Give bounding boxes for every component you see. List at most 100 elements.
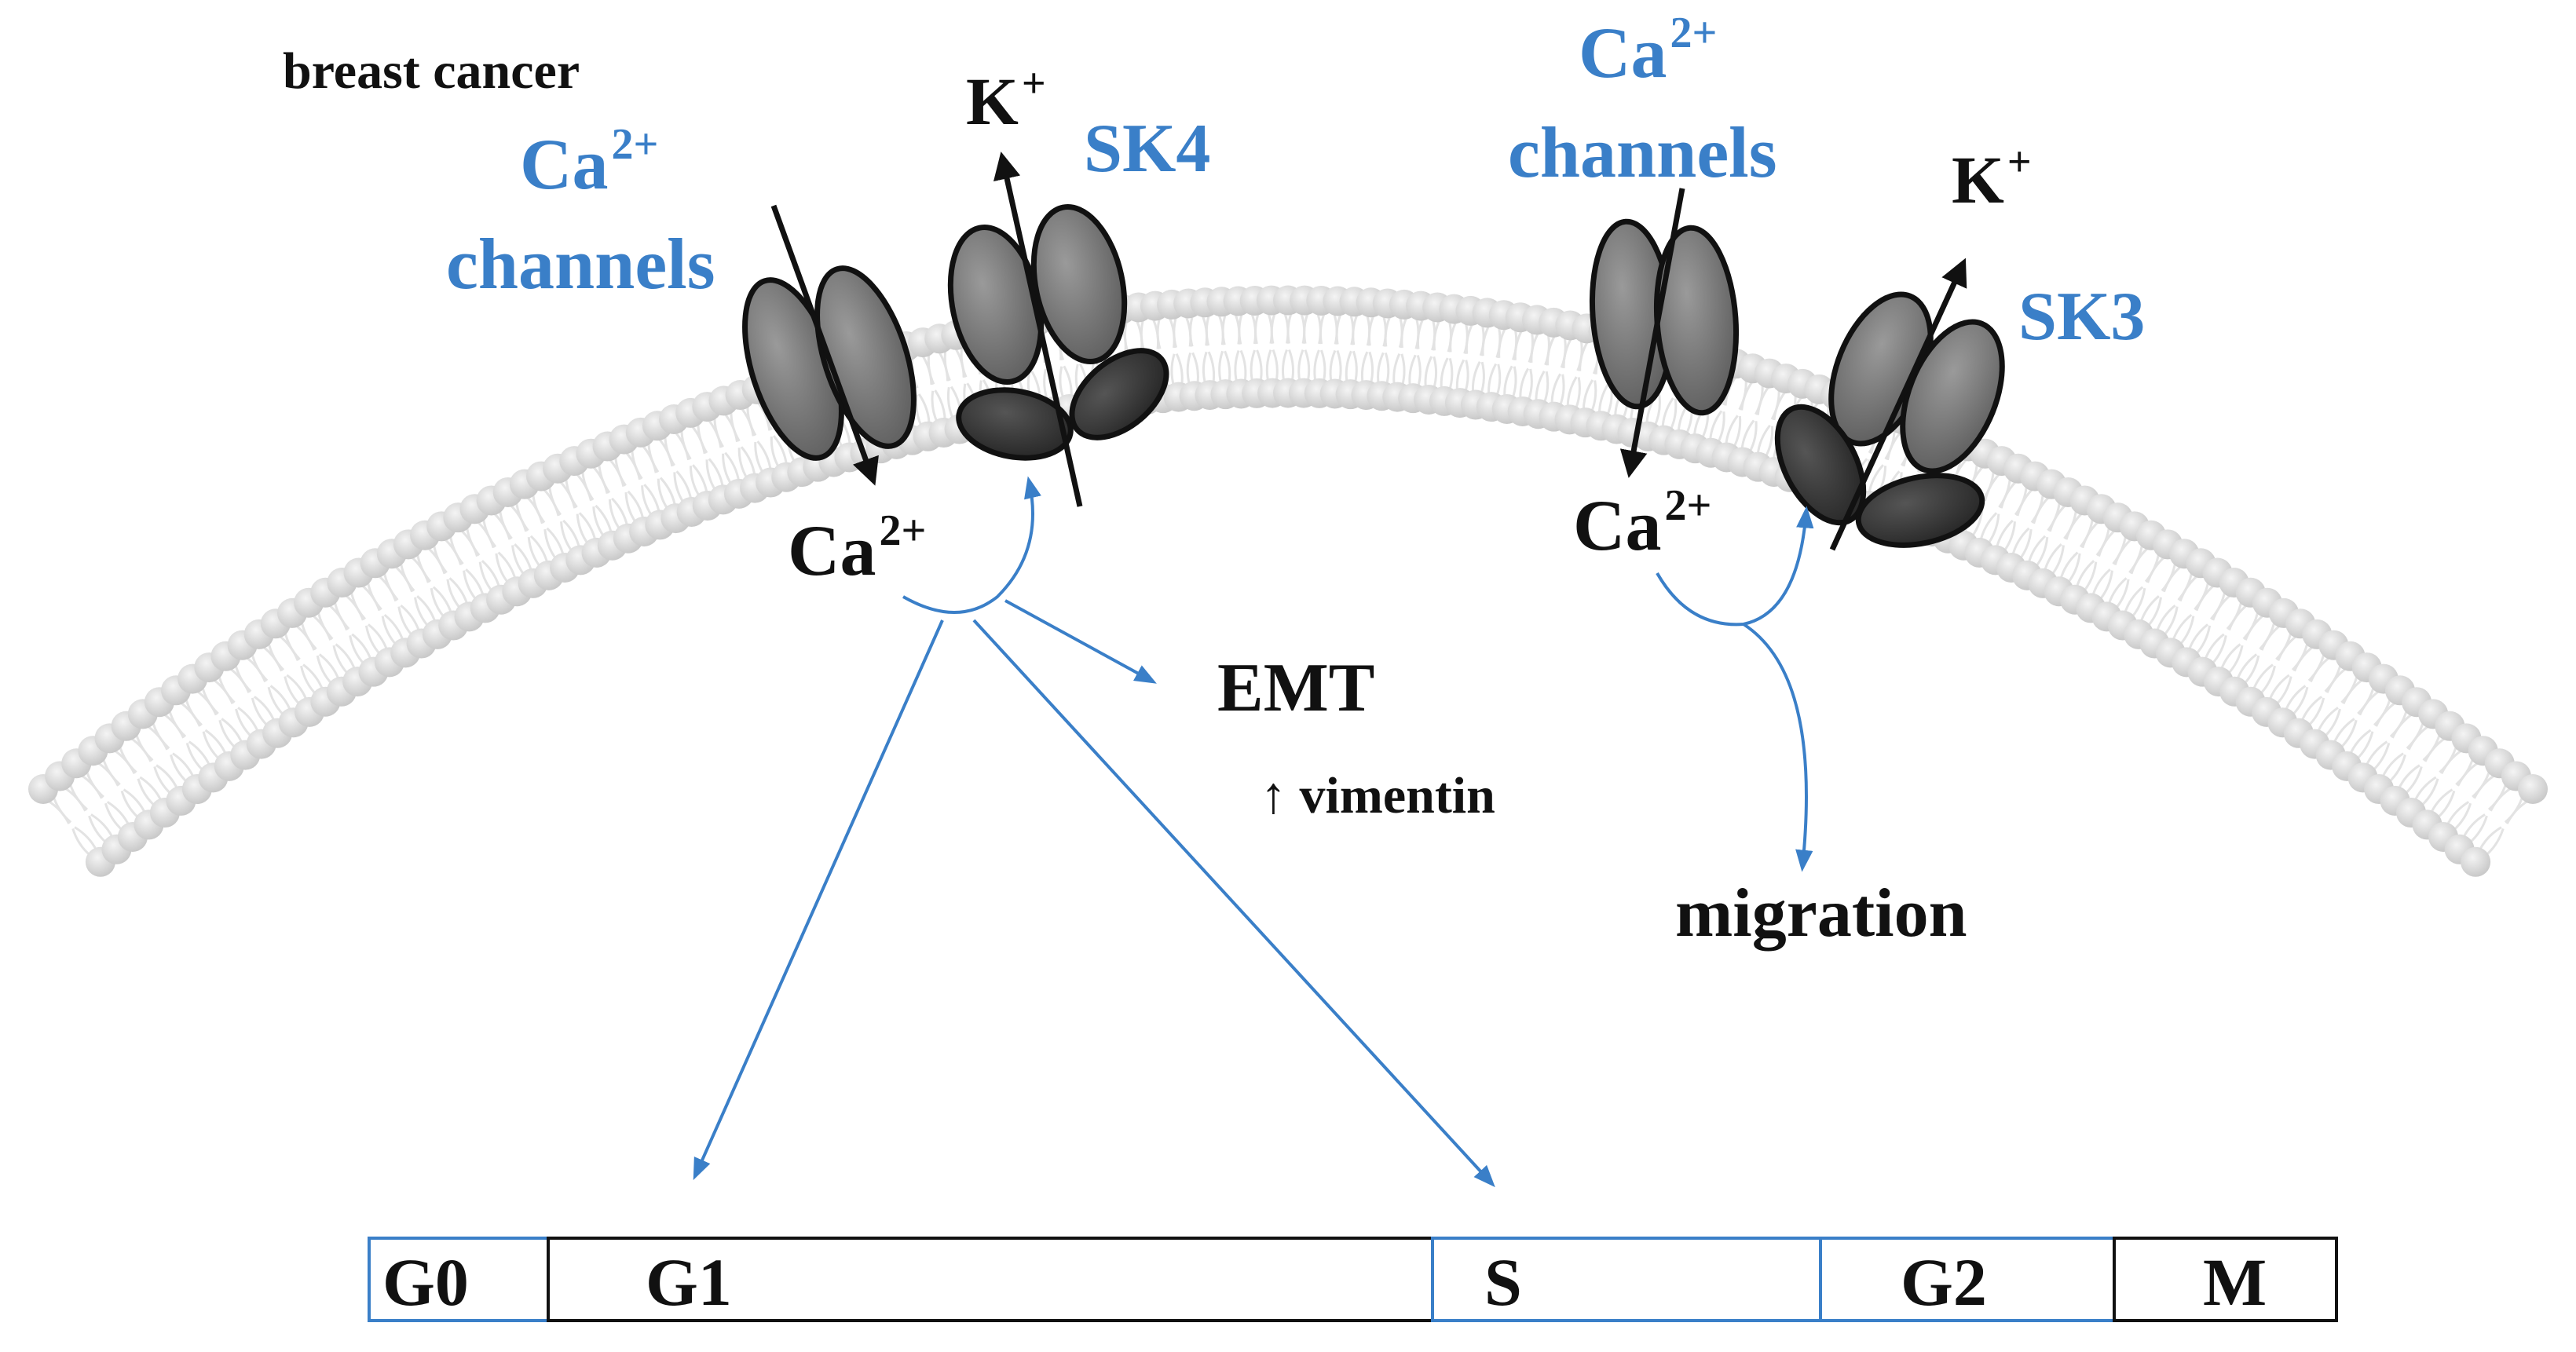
lipid-tail bbox=[1448, 357, 1454, 391]
lipid-tail bbox=[2139, 595, 2160, 623]
lipid-tail bbox=[46, 798, 71, 824]
right-potassium-label: K+ bbox=[1952, 138, 2032, 217]
calcium-to-emt-arrow bbox=[1004, 599, 1157, 684]
lipid-tail bbox=[284, 630, 301, 660]
lipid-tail bbox=[1416, 355, 1422, 389]
lipid-tail bbox=[1205, 312, 1211, 346]
lipid-tail bbox=[118, 744, 137, 773]
lipid-tail bbox=[1661, 397, 1674, 429]
lipid-tail bbox=[2357, 685, 2376, 715]
lipid-tail bbox=[2439, 744, 2458, 773]
lipid-tail bbox=[1282, 349, 1288, 382]
lipid-tail bbox=[1566, 376, 1578, 408]
lipid-tail bbox=[917, 393, 931, 426]
lipid-tail bbox=[2091, 568, 2111, 597]
lipid-tail bbox=[934, 389, 946, 422]
left-intracellular-calcium-label: Ca2+ bbox=[788, 506, 926, 590]
lipid-tail bbox=[1535, 370, 1546, 403]
lipid-tail bbox=[368, 623, 389, 652]
lipid-tail bbox=[101, 756, 121, 786]
lipid-tail bbox=[317, 609, 334, 640]
lipid-tail bbox=[1740, 379, 1755, 411]
lipid-tail bbox=[300, 619, 317, 650]
lipid-head-outer bbox=[2518, 774, 2548, 804]
lipid-tail bbox=[1597, 382, 1610, 415]
lipid-tail bbox=[62, 786, 86, 812]
lipid-tail bbox=[383, 613, 404, 642]
lipid-tail bbox=[335, 643, 357, 671]
lipid-tail bbox=[1059, 366, 1065, 400]
cell-cycle-bar: G0 G1 S G2 M bbox=[368, 1237, 2338, 1322]
lipid-tail bbox=[2373, 696, 2392, 726]
lipid-tail bbox=[1392, 353, 1401, 386]
left-potassium-label: K+ bbox=[966, 60, 1046, 139]
lipid-tail bbox=[184, 696, 203, 726]
lipid-tail bbox=[608, 499, 621, 531]
lipid-tail bbox=[2059, 551, 2079, 580]
lipid-tail bbox=[562, 519, 581, 549]
lipid-tail bbox=[1140, 317, 1145, 351]
lipid-tail bbox=[1336, 350, 1342, 383]
calcium-to-g1-arrow bbox=[693, 619, 944, 1181]
lipid-tail bbox=[1550, 373, 1562, 406]
lipid-tail bbox=[1756, 384, 1771, 415]
lipid-tail bbox=[2424, 736, 2447, 762]
lipid-tail bbox=[2488, 782, 2508, 811]
phase-g2-label: G2 bbox=[1901, 1244, 1987, 1320]
lipid-tail bbox=[481, 560, 501, 589]
lipid-tail bbox=[1432, 356, 1438, 389]
lipid-tail bbox=[2226, 599, 2243, 630]
left-calcium-influx-arrow bbox=[770, 204, 879, 486]
lipid-tail bbox=[349, 590, 366, 620]
lipid-tail bbox=[497, 551, 517, 580]
lipid-tail bbox=[2422, 732, 2442, 762]
lipid-tail bbox=[641, 485, 653, 517]
right-intracellular-calcium-label: Ca2+ bbox=[1573, 481, 1711, 565]
lipid-tail bbox=[134, 732, 154, 762]
phase-g1-box bbox=[547, 1237, 1434, 1322]
left-calcium-channel-word: channels bbox=[446, 224, 715, 304]
lipid-tail bbox=[1234, 350, 1240, 383]
lipid-tail bbox=[1286, 310, 1293, 344]
lipid-tail bbox=[1384, 314, 1392, 347]
lipid-tail bbox=[1368, 351, 1374, 385]
lipid-tail bbox=[2123, 586, 2144, 615]
lipid-tail bbox=[1400, 315, 1409, 349]
vimentin-label: ↑ vimentin bbox=[1261, 767, 1495, 824]
lipid-tail bbox=[2505, 798, 2530, 824]
lipid-tail bbox=[2472, 769, 2491, 798]
lipid-tail bbox=[578, 512, 597, 542]
lipid-tail bbox=[595, 504, 613, 535]
lipid-tail bbox=[233, 663, 252, 692]
lipid-tail bbox=[217, 674, 236, 703]
phase-m-box bbox=[2113, 1237, 2338, 1322]
lipid-tail bbox=[1207, 351, 1216, 385]
lipid-tail bbox=[1352, 312, 1359, 345]
lipid-tail bbox=[2291, 641, 2309, 671]
lipid-tail bbox=[96, 761, 119, 787]
lipid-tail bbox=[1329, 349, 1337, 383]
lipid-tail bbox=[1156, 316, 1162, 349]
lipid-tail bbox=[2187, 623, 2208, 652]
lipid-tail bbox=[2340, 674, 2359, 703]
lipid-tail bbox=[129, 736, 152, 762]
lipid-tail bbox=[2440, 748, 2464, 775]
lipid-tail bbox=[1313, 349, 1320, 383]
lipid-tail bbox=[1239, 349, 1247, 383]
lipid-tail bbox=[1527, 368, 1533, 402]
lipid-tail bbox=[1288, 349, 1294, 382]
lipid-tail bbox=[1304, 349, 1311, 382]
lipid-tail bbox=[251, 652, 269, 681]
lipid-tail bbox=[318, 653, 340, 681]
lipid-tail bbox=[1495, 364, 1502, 397]
lipid-tail bbox=[1256, 349, 1263, 383]
lipid-tail bbox=[1433, 318, 1442, 351]
lipid-tail bbox=[2324, 663, 2343, 692]
lipid-tail bbox=[1360, 351, 1369, 385]
lipid-tail bbox=[2219, 643, 2241, 671]
lipid-tail bbox=[1542, 371, 1550, 404]
lipid-tail bbox=[2011, 527, 2030, 557]
sk3-potassium-efflux-arrow bbox=[1829, 258, 1967, 551]
lipid-tail bbox=[333, 599, 350, 630]
phase-g1-label: G1 bbox=[646, 1244, 732, 1320]
